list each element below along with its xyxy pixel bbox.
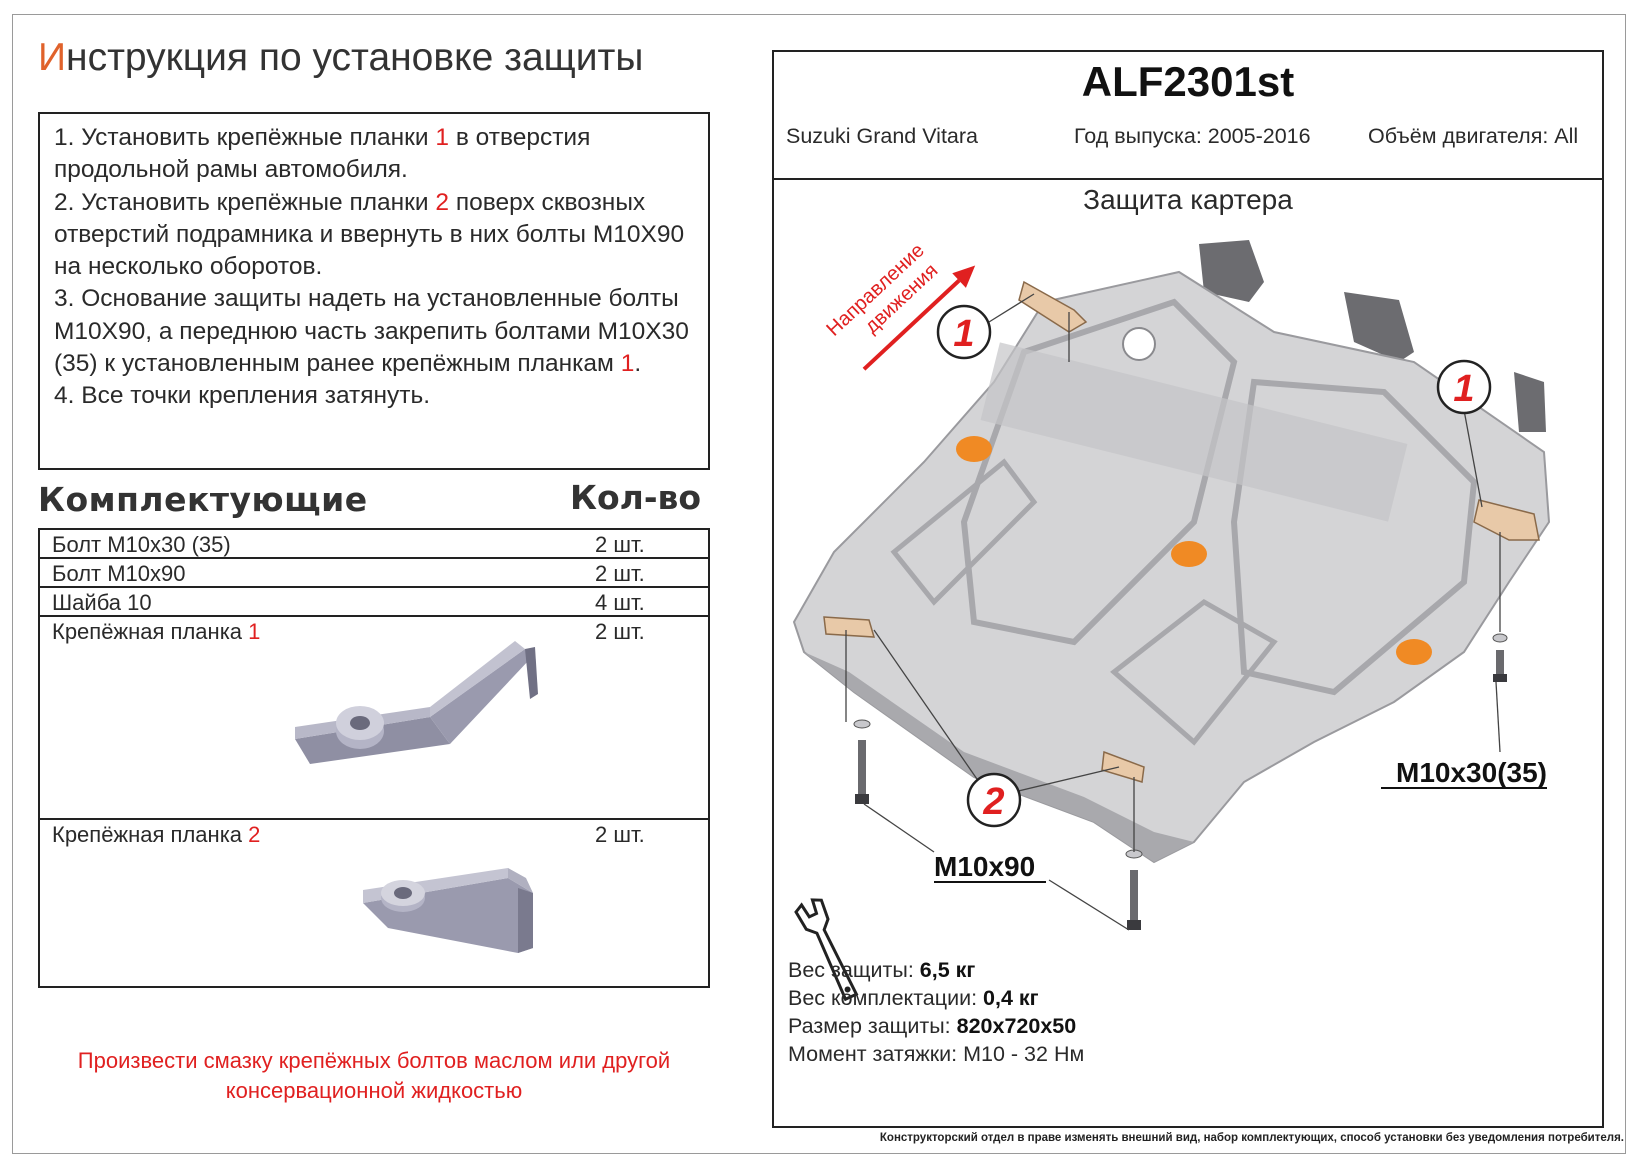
instruction-step-2: 2. Установить крепёжные планки 2 поверх … — [54, 188, 685, 281]
wrench-icon — [794, 898, 859, 1002]
page-title: Инструкция по установке защиты — [38, 36, 644, 79]
kit-row: Болт M10x30 (35) 2 шт. — [40, 530, 708, 559]
kit-qty-heading: Кол-во — [570, 478, 702, 517]
spec-weight: Вес защиты: 6,5 кг — [788, 958, 976, 982]
kit-row: Крепёжная планка 1 2 шт. — [40, 617, 708, 820]
logo-pad — [1171, 541, 1207, 567]
kit-item-name: Болт M10x30 (35) — [52, 532, 231, 557]
svg-text:2: 2 — [982, 781, 1004, 823]
disclaimer: Конструкторский отдел в праве изменять в… — [879, 1132, 1624, 1144]
kit-row: Болт M10x90 2 шт. — [40, 559, 708, 588]
bracket-2-right — [1101, 750, 1145, 783]
engine-volume: Объём двигателя: All — [1368, 124, 1579, 148]
kit-heading: Комплектующие — [38, 480, 368, 519]
product-code: ALF2301st — [1081, 58, 1295, 105]
spec-size: Размер защиты: 820x720x50 — [788, 1014, 1077, 1038]
lubrication-note: Произвести смазку крепёжных болтов масло… — [77, 1048, 671, 1103]
callout-1-left: 1 — [936, 304, 992, 360]
production-years: Год выпуска: 2005-2016 — [1074, 124, 1311, 148]
kit-item-qty: 4 шт. — [595, 590, 645, 615]
guard-drawing: Направление движения — [792, 239, 1551, 1002]
page-frame — [12, 14, 1626, 1154]
kit-item-qty: 2 шт. — [595, 619, 645, 644]
kit-item-qty: 2 шт. — [595, 532, 645, 557]
spec-torque: Момент затяжки: M10 - 32 Нм — [788, 1042, 1085, 1066]
callout-1-right: 1 — [1436, 359, 1492, 415]
instruction-step-1: 1. Установить крепёжные планки 1 в отвер… — [54, 124, 591, 184]
bolt-m10x30-right — [1492, 633, 1508, 682]
kit-item-name: Крепёжная планка 1 — [52, 619, 261, 644]
guard-title: Защита картера — [1083, 184, 1293, 215]
kit-item-qty: 2 шт. — [595, 822, 645, 847]
kit-item-name: Шайба 10 — [52, 590, 152, 615]
instructions-box: 1. Установить крепёжные планки 1 в отвер… — [38, 112, 710, 470]
car-model: Suzuki Grand Vitara — [786, 124, 979, 148]
bracket-2-left — [823, 616, 876, 638]
callout-2: 2 — [966, 772, 1022, 828]
kit-item-name: Крепёжная планка 2 — [52, 822, 261, 847]
header-divider — [774, 178, 1602, 180]
bracket-1-front-right — [1473, 499, 1540, 541]
instruction-step-4: 4. Все точки крепления затянуть. — [54, 382, 431, 410]
kit-row: Шайба 10 4 шт. — [40, 588, 708, 617]
bolt-m10x90-right — [1125, 849, 1143, 930]
logo-pad — [1396, 639, 1432, 665]
kit-item-qty: 2 шт. — [595, 561, 645, 586]
logo-pad — [956, 436, 992, 462]
instruction-step-3: 3. Основание защиты надеть на установлен… — [54, 285, 689, 378]
svg-text:1: 1 — [1453, 368, 1474, 410]
spec-kit-weight: Вес комплектации: 0,4 кг — [788, 986, 1039, 1010]
product-panel: ALF2301st Suzuki Grand Vitara Год выпуск… — [772, 50, 1604, 1128]
bolt-label-m10x90: M10x90 — [934, 851, 1035, 882]
kit-item-name: Болт M10x90 — [52, 561, 186, 586]
bolt-m10x90-left — [853, 719, 871, 804]
bracket-1-image — [295, 641, 538, 764]
kit-table: Болт M10x30 (35) 2 шт. Болт M10x90 2 шт.… — [38, 528, 710, 988]
kit-row: Крепёжная планка 2 2 шт. — [40, 820, 708, 986]
bracket-2-image — [363, 868, 533, 953]
svg-text:1: 1 — [953, 313, 974, 355]
bolt-label-m10x30: M10x30(35) — [1396, 757, 1547, 788]
